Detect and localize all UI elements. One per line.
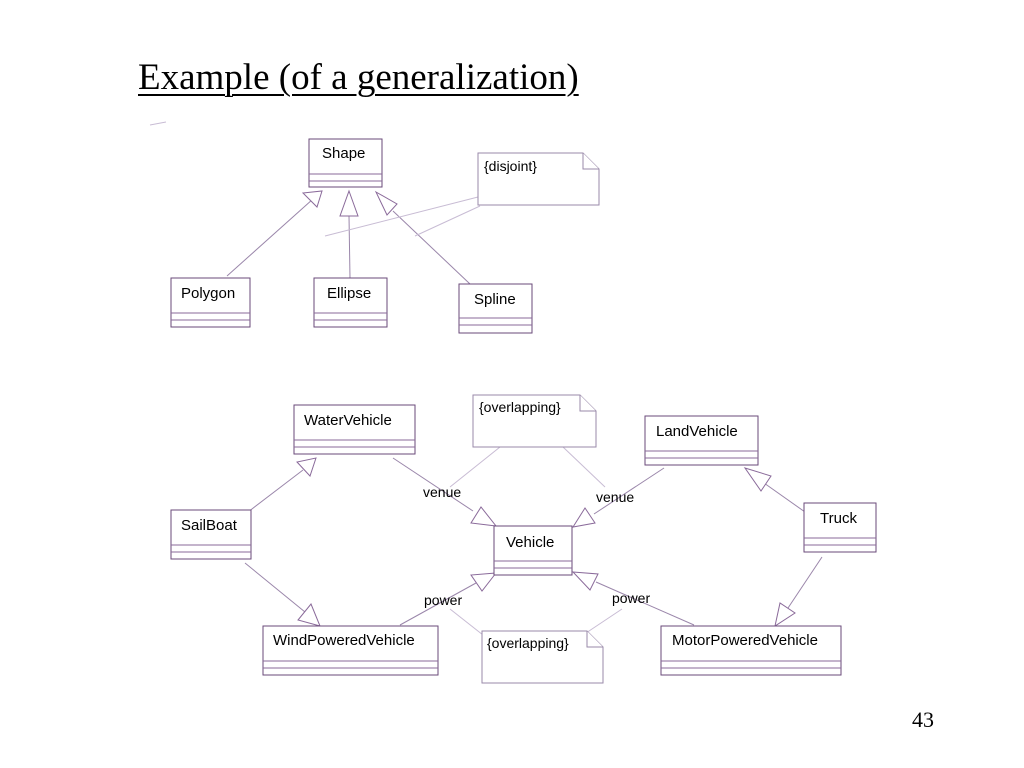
label-venue-right: venue [596,489,634,505]
page-number: 43 [912,707,934,732]
class-vehicle-name: Vehicle [506,534,554,551]
truck-to-landvehicle-arrowhead [743,467,772,492]
spline-to-shape-arrowhead [374,190,398,216]
windpowered-to-vehicle-edge [399,582,477,626]
motorpowered-to-vehicle-edge [595,581,695,626]
truck-to-motorpowered-arrowhead [774,602,796,628]
spline-to-shape-edge [392,210,471,285]
class-land-vehicle: LandVehicle [644,415,759,466]
windpowered-to-vehicle-arrowhead [470,572,498,592]
motorpowered-to-vehicle-arrowhead [571,571,599,591]
class-ellipse-name: Ellipse [327,285,371,302]
overlapping-bottom-anchor-left [449,608,484,636]
truck-to-landvehicle-edge [763,482,806,513]
class-vehicle: Vehicle [493,525,573,576]
class-water-vehicle: WaterVehicle [293,404,416,455]
class-motor-powered-vehicle-name: MotorPoweredVehicle [672,632,818,649]
slide-title: Example (of a generalization) [138,57,579,98]
note-overlapping-bottom: {overlapping} [481,630,604,684]
note-disjoint: {disjoint} [477,152,600,206]
landvehicle-to-vehicle-edge [593,467,665,515]
ellipse-to-shape-edge [348,215,351,279]
overlapping-top-anchor-right [562,446,606,488]
sailboat-to-windpowered-arrowhead [297,603,321,627]
class-spline-name: Spline [474,291,516,308]
note-overlapping-top-text: {overlapping} [479,399,561,415]
sailboat-to-watervehicle-arrowhead [296,457,317,477]
landvehicle-to-vehicle-arrowhead [571,507,596,528]
class-wind-powered-vehicle: WindPoweredVehicle [262,625,439,676]
vehicle-generalizations [244,457,823,628]
class-sail-boat: SailBoat [170,509,252,560]
sailboat-to-windpowered-edge [244,562,306,613]
class-sail-boat-name: SailBoat [181,517,238,534]
class-wind-powered-vehicle-name: WindPoweredVehicle [273,632,415,649]
disjoint-anchor-left [324,196,479,237]
overlapping-bottom-anchor-right [582,608,623,636]
label-power-right: power [612,590,650,606]
class-polygon: Polygon [170,277,251,328]
sailboat-to-watervehicle-edge [247,469,304,513]
class-shape: Shape [308,138,383,188]
label-venue-left: venue [423,484,461,500]
polygon-to-shape-edge [226,198,314,277]
class-motor-powered-vehicle: MotorPoweredVehicle [660,625,842,676]
class-land-vehicle-name: LandVehicle [656,423,738,440]
class-water-vehicle-name: WaterVehicle [304,412,392,429]
note-overlapping-top: {overlapping} [472,394,597,448]
disjoint-anchor-right [414,205,481,237]
ellipse-to-shape-arrowhead [339,189,359,217]
shape-generalizations [226,189,471,285]
truck-to-motorpowered-edge [787,556,823,609]
class-polygon-name: Polygon [181,285,235,302]
note-disjoint-text: {disjoint} [484,158,537,174]
class-truck-name: Truck [820,510,857,527]
overlapping-top-anchor-left [449,446,501,488]
stray-mark [149,121,167,126]
polygon-to-shape-arrowhead [301,190,323,208]
watervehicle-to-vehicle-arrowhead [470,506,498,527]
class-spline: Spline [458,283,533,334]
class-ellipse: Ellipse [313,277,388,328]
class-truck: Truck [803,502,877,553]
class-shape-name: Shape [322,145,365,162]
label-power-left: power [424,592,462,608]
note-overlapping-bottom-text: {overlapping} [487,635,569,651]
watervehicle-to-vehicle-edge [392,457,474,512]
